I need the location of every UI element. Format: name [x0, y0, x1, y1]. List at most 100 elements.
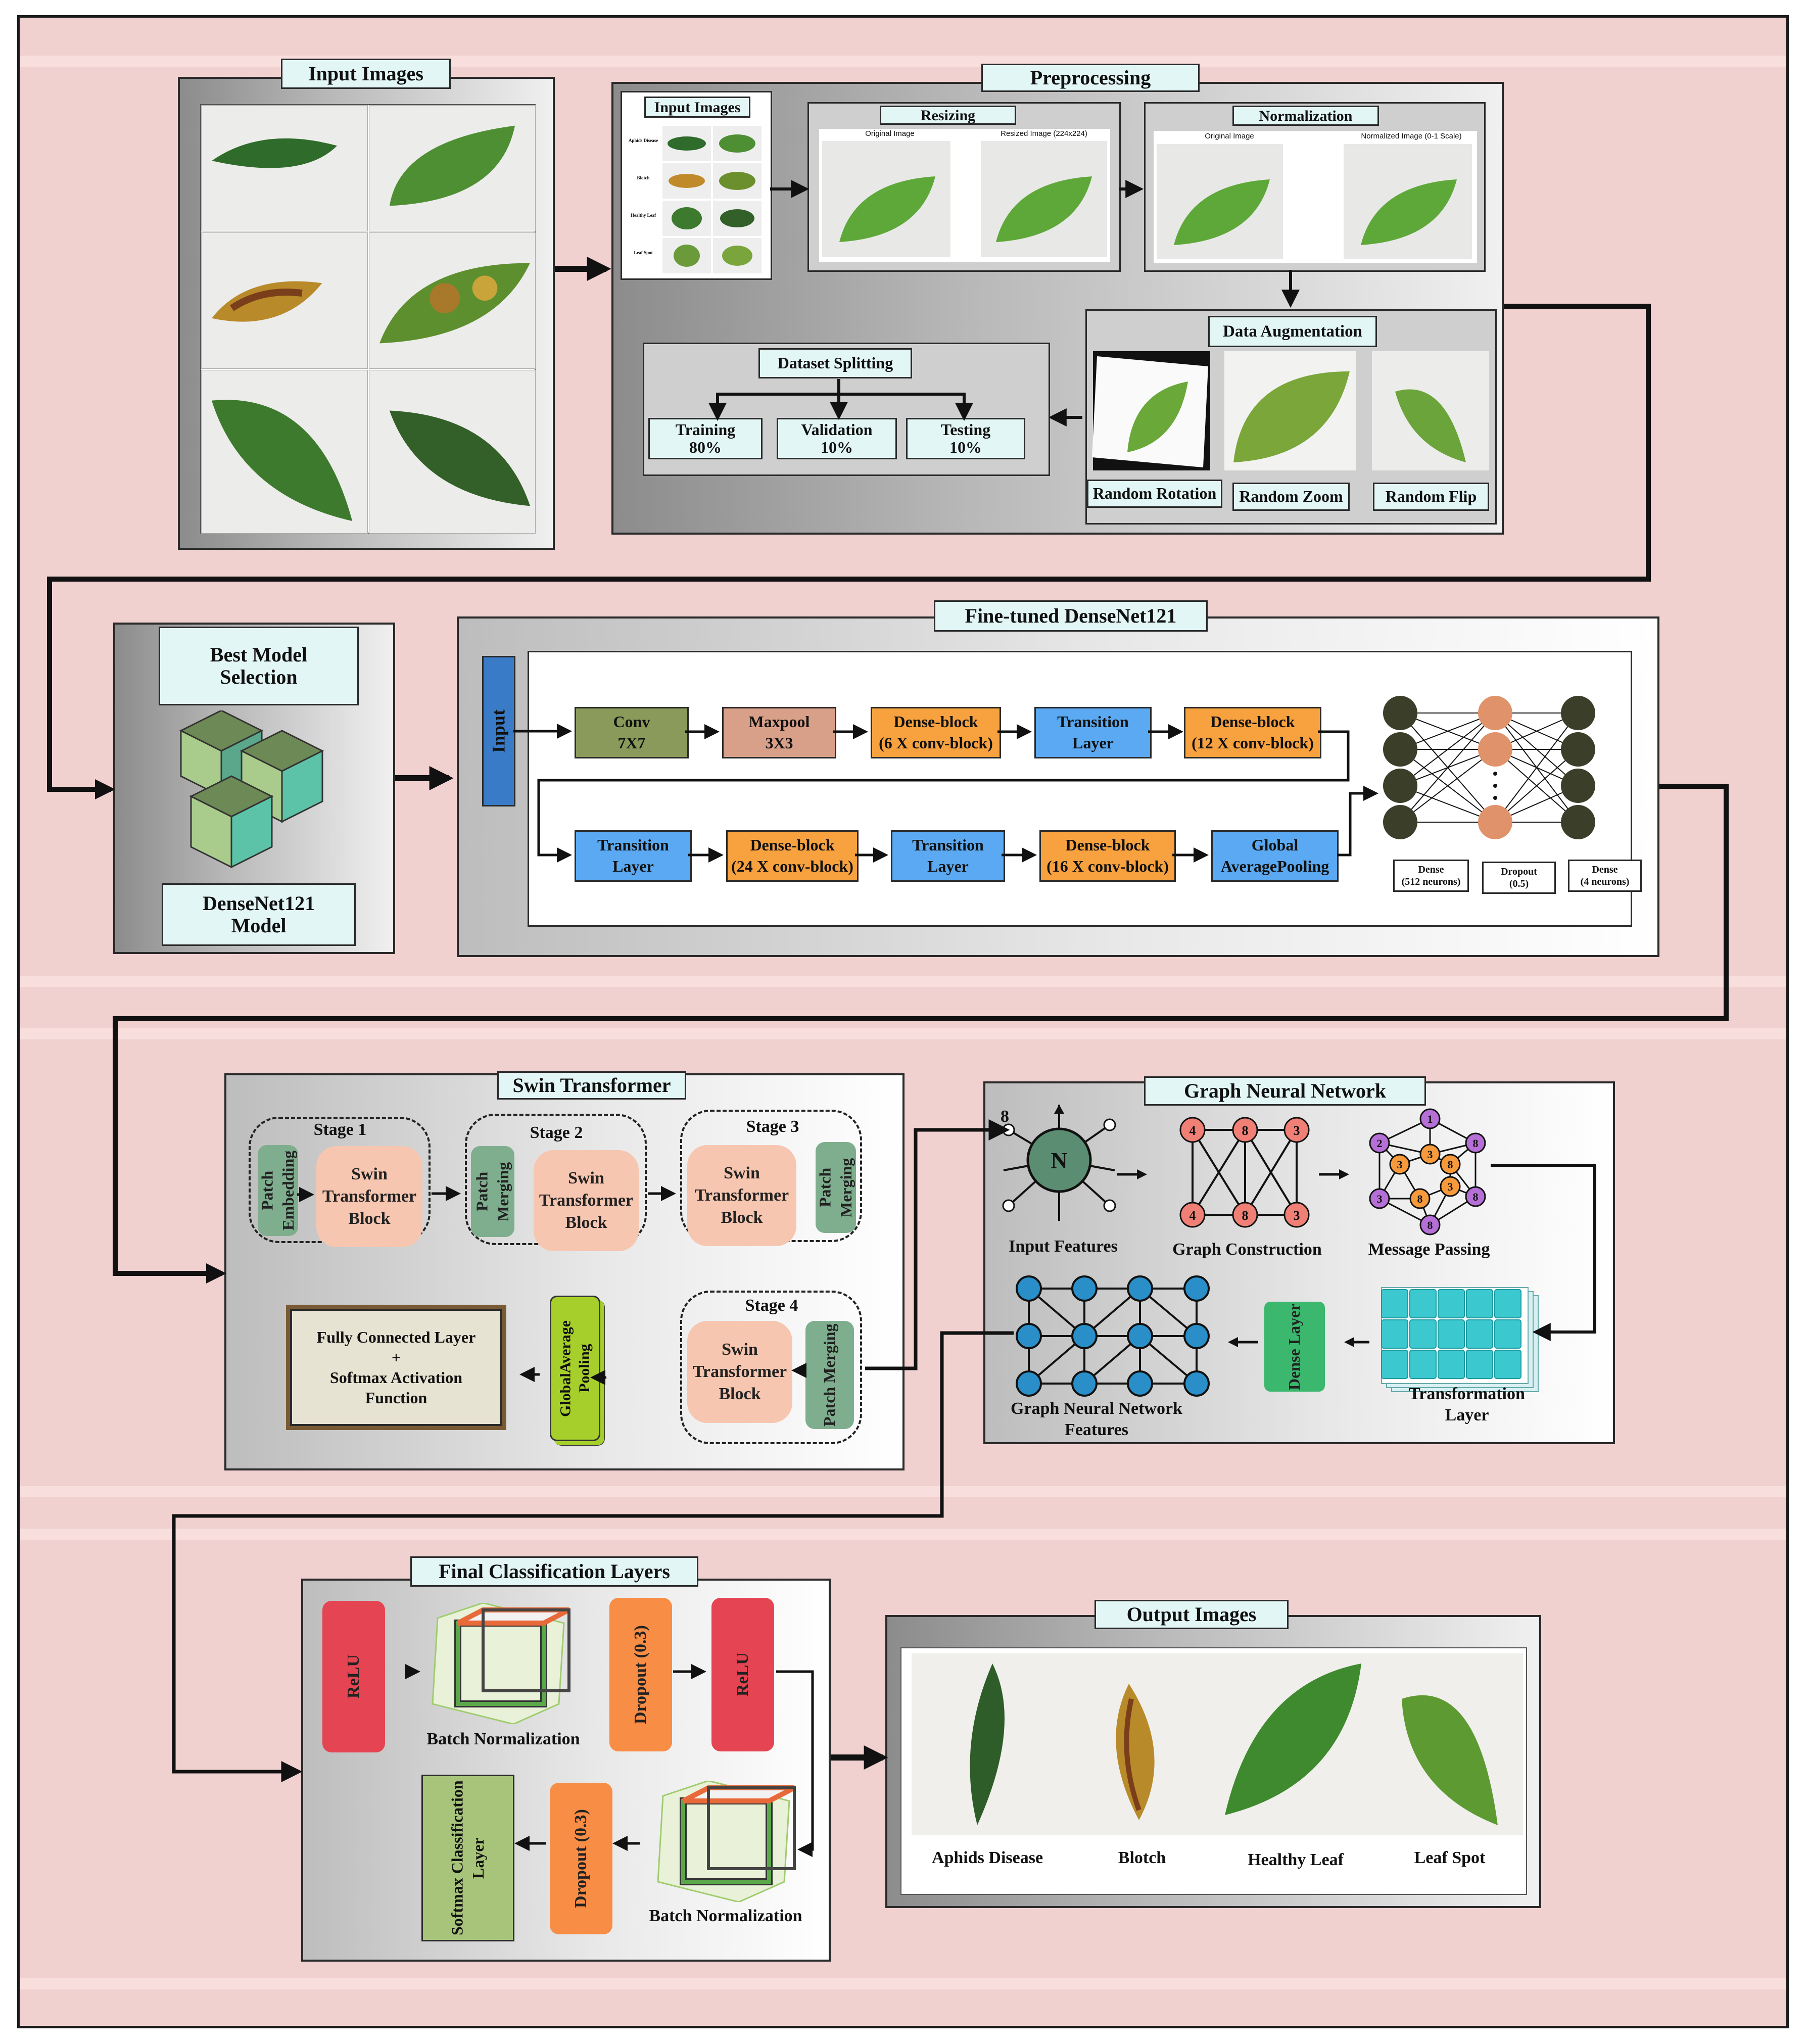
- swin-block-2: Swin Transformer Block: [534, 1150, 639, 1251]
- swin-panel: Stage 1 Patch Embedding Swin Transformer…: [224, 1073, 905, 1470]
- neuron: [1561, 769, 1595, 803]
- mini-row-label: Blotch: [637, 175, 650, 181]
- normalization-canvas: Original Image Normalized Image (0-1 Sca…: [1154, 131, 1477, 263]
- output-label-leafspot: Leaf Spot: [1414, 1848, 1486, 1867]
- message-node-number: 8: [1428, 1219, 1433, 1231]
- gnn-feature-node: [1071, 1323, 1098, 1349]
- neuron: [1561, 732, 1595, 767]
- spoke-end: [1103, 1118, 1116, 1131]
- neuron: [1478, 805, 1512, 839]
- leaf-photo: [201, 370, 368, 534]
- split-training-value: 80%: [689, 438, 722, 456]
- graph-node-number: 3: [1294, 1208, 1300, 1223]
- gnn-feature-node: [1016, 1370, 1042, 1397]
- stage3-label: Stage 3: [746, 1117, 799, 1136]
- normalization-left-label: Original Image: [1205, 131, 1254, 140]
- graph-node-number: 4: [1190, 1208, 1196, 1223]
- nn-label-dropout: Dropout(0.5): [1482, 862, 1556, 894]
- gnn-feature-node: [1183, 1323, 1210, 1349]
- fc-label: Fully Connected Layer+Softmax Activation…: [316, 1328, 476, 1407]
- swin-title: Swin Transformer: [497, 1071, 686, 1100]
- cubes-icon: [179, 710, 324, 869]
- normalization-panel: Original Image Normalized Image (0-1 Sca…: [1144, 102, 1486, 272]
- spoke-arrow: [1054, 1105, 1064, 1114]
- input-images-panel: [178, 77, 555, 550]
- softmax-classification-layer: Softmax Classification Layer: [421, 1775, 514, 1941]
- transform-cell: [1409, 1289, 1437, 1318]
- mini-row-label: Leaf Spot: [634, 250, 653, 256]
- aug-random-flip: Random Flip: [1373, 483, 1489, 511]
- patch-merging-2: Patch Merging: [816, 1142, 856, 1233]
- fully-connected-layer: Fully Connected Layer+Softmax Activation…: [286, 1305, 506, 1430]
- ellipsis-dot: [1493, 796, 1497, 800]
- message-node-number: 8: [1417, 1193, 1423, 1205]
- aug-random-zoom: Random Zoom: [1232, 483, 1350, 511]
- dropout-2: Dropout (0.3): [550, 1783, 612, 1934]
- gnn-feature-node: [1016, 1323, 1042, 1349]
- dense-block-16: Dense-block(16 X conv-block): [1039, 830, 1176, 882]
- best-model-panel: Best Model Selection DenseNet121 Model: [113, 623, 395, 954]
- message-node-number: 8: [1473, 1191, 1479, 1203]
- stripe: [20, 1486, 1786, 1497]
- transform-cell: [1466, 1350, 1493, 1379]
- transform-cell: [1466, 1289, 1493, 1318]
- split-testing-value: 10%: [949, 438, 982, 456]
- output-label-blotch: Blotch: [1118, 1848, 1166, 1867]
- gnn-feature-node: [1127, 1275, 1153, 1302]
- dropout-1: Dropout (0.3): [609, 1598, 672, 1751]
- relu-2: ReLU: [711, 1598, 774, 1751]
- transform-cell: [1381, 1289, 1408, 1318]
- final-panel: ReLU Batch Normalization Dropout (0.3) R…: [301, 1579, 831, 1962]
- split-training: Training 80%: [648, 418, 763, 459]
- swin-block-4: Swin Transformer Block: [687, 1321, 792, 1423]
- transform-cell: [1438, 1319, 1465, 1349]
- message-node-number: 1: [1428, 1113, 1433, 1125]
- batch-norm-label-2: Batch Normalization: [649, 1906, 802, 1925]
- resizing-leaves: [822, 141, 1107, 257]
- gnn-title: Graph Neural Network: [1144, 1076, 1426, 1106]
- stage4-label: Stage 4: [745, 1296, 798, 1315]
- split-testing: Testing 10%: [906, 418, 1025, 459]
- graph-node-number: 4: [1190, 1123, 1196, 1138]
- split-validation: Validation 10%: [777, 418, 897, 459]
- transform-cell: [1409, 1319, 1437, 1349]
- stripe: [20, 976, 1786, 987]
- input-images-title: Input Images: [281, 59, 451, 89]
- splitting-title: Dataset Splitting: [758, 348, 912, 378]
- message-node-number: 8: [1448, 1158, 1453, 1171]
- leaf-photo: [201, 232, 368, 369]
- spoke-end: [1103, 1199, 1116, 1212]
- leaf-photo: [201, 105, 368, 231]
- neuron: [1561, 696, 1595, 730]
- output-label-healthy: Healthy Leaf: [1248, 1850, 1344, 1869]
- gnn-feature-node: [1071, 1370, 1098, 1397]
- patch-merging-3: Patch Merging: [805, 1321, 854, 1429]
- neuron: [1561, 805, 1595, 839]
- nn-label-dense-4: Dense(4 neurons): [1568, 860, 1642, 892]
- neuron: [1383, 805, 1417, 839]
- output-label-aphids: Aphids Disease: [931, 1848, 1043, 1867]
- dense-block-6: Dense-block(6 X conv-block): [871, 707, 1001, 758]
- ellipsis-dot: [1493, 772, 1497, 776]
- final-title: Final Classification Layers: [410, 1556, 698, 1587]
- neuron: [1383, 696, 1417, 730]
- aug-random-rotation: Random Rotation: [1087, 480, 1222, 508]
- resizing-right-label: Resized Image (224x224): [1001, 129, 1087, 138]
- graph-node-number: 8: [1242, 1123, 1249, 1138]
- gnn-feature-node: [1183, 1275, 1210, 1302]
- transform-cell: [1409, 1350, 1437, 1379]
- best-model-title: Best Model Selection: [159, 627, 359, 705]
- resizing-title: Resizing: [880, 106, 1016, 125]
- dense-block-24: Dense-block(24 X conv-block): [726, 830, 859, 882]
- batch-norm-label-1: Batch Normalization: [426, 1729, 580, 1748]
- resizing-canvas: Original Image Resized Image (224x224): [819, 129, 1110, 262]
- neuron: [1478, 696, 1512, 730]
- stripe: [20, 56, 1786, 67]
